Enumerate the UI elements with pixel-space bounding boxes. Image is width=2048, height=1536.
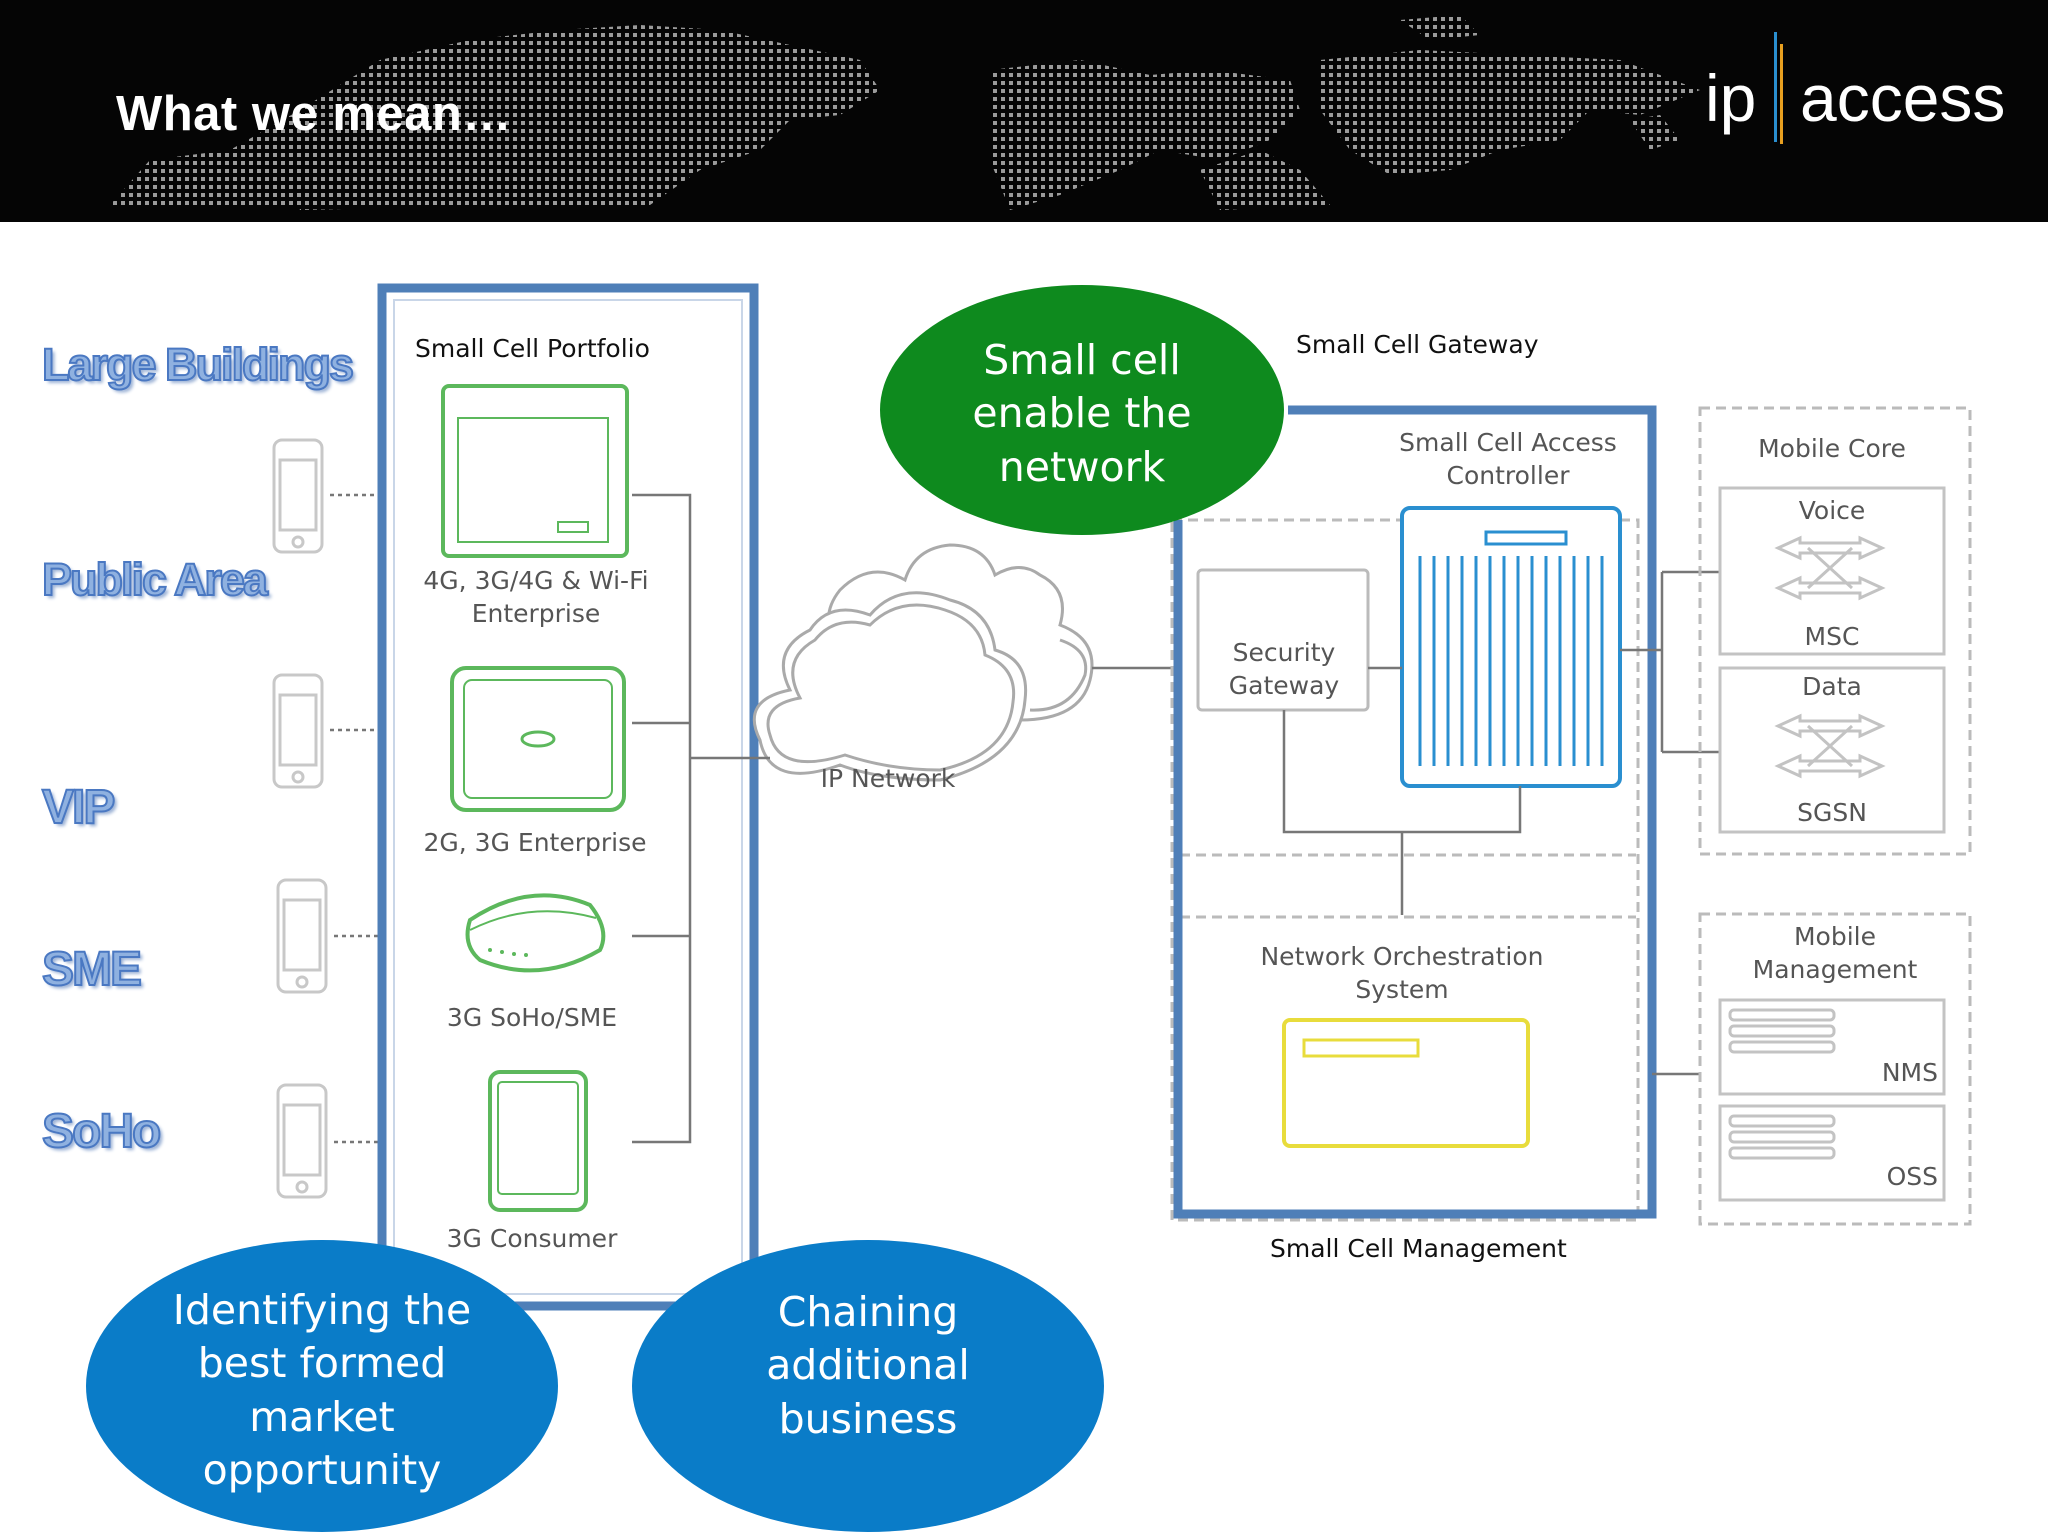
phone-icons [272, 438, 328, 1199]
logo-bars [1774, 32, 1783, 144]
data-sgsn-box [1718, 666, 1946, 834]
segment-vip: VIP [41, 780, 116, 835]
segment-sme: SME [41, 942, 143, 997]
access-controller-label: Small Cell Access Controller [1399, 428, 1617, 490]
phone-icon-3 [276, 878, 328, 994]
msc-label: MSC [1804, 622, 1860, 651]
portfolio-title: Small Cell Portfolio [415, 334, 650, 363]
blue-bubble-right-shape [632, 1240, 1104, 1532]
mobile-management-title: Mobile Management [1752, 922, 1918, 984]
segment-soho: SoHo [41, 1104, 162, 1159]
mobile-core-title: Mobile Core [1758, 434, 1906, 463]
blue-bubble-left-shape [86, 1240, 558, 1532]
data-label: Data [1802, 672, 1862, 701]
page-title: What we mean… [116, 87, 512, 141]
server-list-icons [1728, 1008, 1836, 1160]
phone-icon-4 [276, 1083, 328, 1199]
security-gateway-label: Security Gateway [1228, 638, 1340, 700]
ip-network-label: IP Network [820, 764, 956, 793]
device-enterprise-4g-icon [441, 384, 629, 558]
voice-label: Voice [1798, 496, 1866, 525]
world-map-dots [110, 15, 1700, 210]
backhaul-lines [632, 493, 754, 1144]
device-enterprise-2g3g-icon [450, 666, 626, 812]
gateway-frame [1173, 405, 1657, 1219]
msc-switch-icon [1774, 535, 1886, 601]
logo-access-text: access [1800, 61, 2006, 135]
sgsn-label: SGSN [1797, 798, 1867, 827]
access-controller-icon [1400, 506, 1622, 788]
green-bubble-text: Small cell enable the network [972, 336, 1192, 491]
mobile-core-region [1698, 406, 1972, 856]
device-consumer-icon [488, 1070, 588, 1212]
blue-bubble-right-text: Chaining additional business [766, 1288, 970, 1443]
blue-bubble-left-text: Identifying the best formed market oppor… [172, 1286, 472, 1494]
oss-label: OSS [1886, 1162, 1938, 1191]
ip-network-cloud [752, 543, 1094, 782]
device-label-4: 3G Consumer [446, 1224, 618, 1253]
device-label-3: 3G SoHo/SME [446, 1003, 618, 1032]
device-label-2: 2G, 3G Enterprise [423, 828, 647, 857]
segment-large-buildings: Large Buildings [41, 339, 355, 390]
header-banner: What we mean… ip access [0, 0, 2048, 222]
sgsn-switch-icon [1774, 713, 1886, 779]
green-bubble-shape [880, 285, 1284, 535]
segment-public-area: Public Area [41, 554, 269, 605]
nms-box [1718, 998, 1946, 1096]
switch-icons [1774, 535, 1886, 779]
logo-ip-text: ip [1705, 61, 1757, 135]
gateway-links [1282, 570, 1720, 1076]
phone-icon-1 [272, 438, 324, 554]
device-soho-sme-icon [465, 893, 606, 973]
oss-box [1718, 1104, 1946, 1202]
gateway-title: Small Cell Gateway [1296, 330, 1539, 359]
mobile-management-region [1698, 912, 1972, 1226]
nms-label: NMS [1881, 1058, 1938, 1087]
orchestration-label: Network Orchestration System [1260, 942, 1544, 1004]
device-label-1: 4G, 3G/4G & Wi-Fi Enterprise [423, 566, 649, 628]
orchestration-system-icon [1282, 1018, 1530, 1148]
management-title: Small Cell Management [1270, 1234, 1567, 1263]
phone-icon-2 [272, 673, 324, 789]
network-diagram [86, 283, 1972, 1532]
